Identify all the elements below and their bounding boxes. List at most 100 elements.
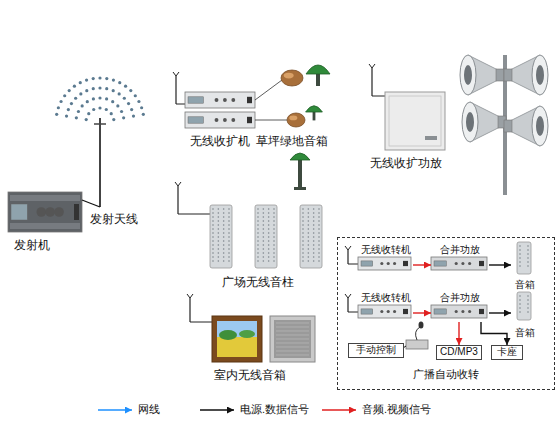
device-label: 无线收转机 bbox=[361, 244, 411, 257]
label-anchor: 广场无线音柱 bbox=[222, 275, 294, 290]
antenna-rod bbox=[347, 250, 348, 264]
radiation-dot bbox=[63, 94, 66, 97]
device-label: 音箱 bbox=[515, 279, 535, 292]
antenna-tip bbox=[187, 294, 193, 298]
radiation-dot bbox=[124, 85, 127, 88]
mushroom-speaker bbox=[306, 65, 330, 74]
grille-line bbox=[276, 335, 309, 336]
signal-arrow bbox=[413, 264, 431, 265]
antenna-tip bbox=[345, 294, 351, 298]
speaker-grille-dot bbox=[223, 252, 225, 254]
legend-text: 网线 bbox=[138, 403, 160, 417]
radiation-dot bbox=[118, 92, 121, 95]
radiation-dot bbox=[127, 102, 130, 105]
speaker-grille-dot bbox=[257, 228, 259, 230]
speaker-grille-dot bbox=[218, 248, 220, 250]
device-caption: 草坪绿地音箱 bbox=[256, 134, 328, 149]
speaker-grille-dot bbox=[212, 212, 214, 214]
radiation-dot bbox=[105, 87, 108, 90]
radiation-dot bbox=[110, 112, 113, 115]
speaker-grille-dot bbox=[308, 252, 310, 254]
picture-field bbox=[217, 337, 257, 357]
source-box: CD/MP3 bbox=[436, 345, 482, 360]
speaker-wire bbox=[255, 80, 282, 100]
speaker-grille-dot bbox=[308, 260, 310, 262]
speaker-grille-dot bbox=[257, 252, 259, 254]
mixer-console bbox=[406, 340, 428, 349]
speaker-grille-dot bbox=[263, 240, 265, 242]
speaker-grille-dot bbox=[273, 224, 275, 226]
pole-speaker-base bbox=[294, 187, 306, 190]
signal-arrow bbox=[458, 322, 459, 345]
dashed-panel: 广播自动收转无线收转机合并功放音箱无线收转机合并功放音箱手动控制CD/MP3卡座 bbox=[337, 237, 555, 390]
device-switch bbox=[74, 204, 79, 220]
device-node: 无线收转机 bbox=[358, 244, 413, 274]
speaker-grille-dot bbox=[223, 236, 225, 238]
speaker-grille-dot bbox=[218, 228, 220, 230]
speaker-grille-dot bbox=[223, 244, 225, 246]
speaker-grille-dot bbox=[223, 220, 225, 222]
device-knob bbox=[223, 98, 227, 102]
speaker-grille-dot bbox=[527, 245, 529, 247]
radiation-dot bbox=[68, 89, 71, 92]
speaker-grille-dot bbox=[212, 220, 214, 222]
speaker-grille-dot bbox=[519, 265, 521, 267]
device-caption: 发射机 bbox=[14, 238, 50, 253]
speaker-grille-dot bbox=[302, 224, 304, 226]
radiation-dot bbox=[130, 108, 133, 111]
speaker-grille-dot bbox=[228, 212, 230, 214]
radiation-dot bbox=[105, 97, 108, 100]
radiation-dot bbox=[77, 110, 80, 113]
speaker-grille-dot bbox=[313, 248, 315, 250]
speaker-grille-dot bbox=[223, 256, 225, 258]
antenna-tip bbox=[369, 64, 375, 68]
amplifier-cabinet bbox=[385, 92, 445, 150]
pole-speaker-head bbox=[290, 153, 310, 160]
radiation-dot bbox=[111, 100, 114, 103]
device-knob bbox=[231, 98, 235, 102]
speaker-grille-dot bbox=[519, 261, 521, 263]
column-speaker bbox=[210, 205, 232, 268]
radiation-dot bbox=[105, 108, 108, 111]
speaker-grille-dot bbox=[318, 260, 320, 262]
speaker-grille-dot bbox=[308, 220, 310, 222]
speaker-grille-dot bbox=[318, 232, 320, 234]
grille-line bbox=[276, 327, 309, 328]
antenna-wire bbox=[178, 214, 210, 215]
grille-line bbox=[276, 339, 309, 340]
radiation-dot bbox=[98, 106, 101, 109]
radiation-dot bbox=[79, 81, 82, 84]
speaker-grille-dot bbox=[273, 248, 275, 250]
speaker-grille-dot bbox=[313, 236, 315, 238]
speaker-grille-dot bbox=[228, 216, 230, 218]
label-anchor: 发射天线 bbox=[90, 212, 138, 227]
speaker-grille-dot bbox=[268, 260, 270, 262]
speaker-grille-dot bbox=[527, 295, 529, 297]
microphone-neck bbox=[416, 327, 420, 340]
grille-line bbox=[276, 343, 309, 344]
device-knob bbox=[393, 262, 396, 265]
speaker-grille-dot bbox=[257, 248, 259, 250]
mushroom-stem bbox=[313, 112, 316, 120]
speaker-grille-dot bbox=[223, 216, 225, 218]
speaker-grille-dot bbox=[212, 256, 214, 258]
speaker-grille-dot bbox=[527, 257, 529, 259]
legend-arrow-sample bbox=[200, 409, 234, 411]
device-knob bbox=[215, 98, 219, 102]
antenna-mast bbox=[99, 118, 101, 207]
label-anchor: 室内无线音箱 bbox=[214, 368, 286, 383]
speaker-grille-dot bbox=[273, 240, 275, 242]
speaker-grille-dot bbox=[268, 240, 270, 242]
mixing-amplifier-unit bbox=[431, 305, 487, 318]
speaker-grille-dot bbox=[223, 232, 225, 234]
cabinet-door bbox=[389, 96, 441, 146]
speaker-grille-dot bbox=[527, 249, 529, 251]
device-display bbox=[188, 117, 203, 123]
speaker-grille-dot bbox=[257, 240, 259, 242]
device-knob bbox=[461, 310, 464, 313]
device-knob bbox=[461, 262, 464, 265]
speaker-grille-dot bbox=[519, 311, 521, 313]
speaker-grille-dot bbox=[308, 236, 310, 238]
speaker-grille-dot bbox=[218, 208, 220, 210]
label-anchor: 草坪绿地音箱 bbox=[256, 134, 328, 149]
